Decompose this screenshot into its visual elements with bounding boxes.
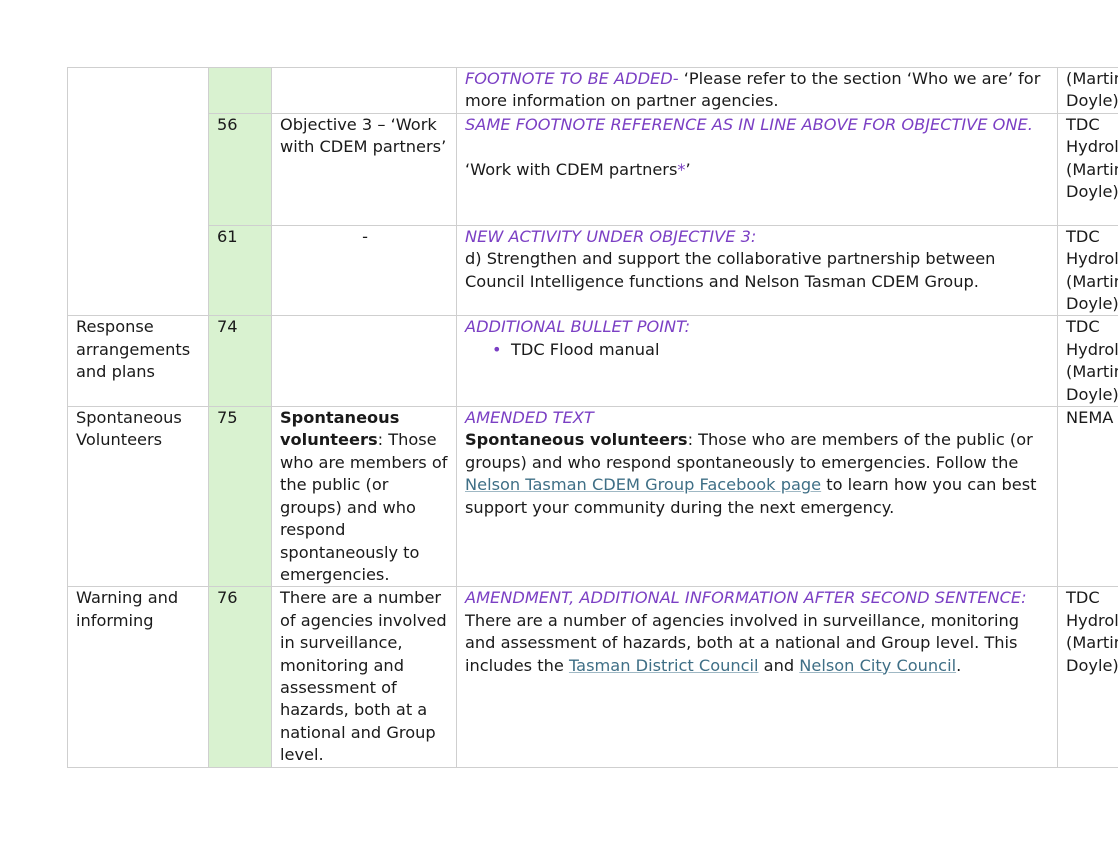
bullet-list: • TDC Flood manual <box>465 339 1051 361</box>
tasman-district-council-link[interactable]: Tasman District Council <box>568 655 759 675</box>
table-row: Response arrangements and plans 74 ADDIT… <box>67 315 1118 408</box>
submitter-line: TDC <box>1066 226 1100 246</box>
submitter-line: (Martin <box>1066 159 1118 179</box>
submitter-cell: (Martin Doyle) <box>1057 67 1118 114</box>
table-row: 61 - NEW ACTIVITY UNDER OBJECTIVE 3: d) … <box>68 224 1118 317</box>
page-number-cell: 61 <box>208 224 272 317</box>
original-text: : Those who are members of the public (o… <box>280 430 448 584</box>
change-text: d) Strengthen and support the collaborat… <box>465 249 996 291</box>
section-cell: Warning and informing <box>67 586 209 768</box>
amendments-table: FOOTNOTE TO BE ADDED- ‘Please refer to t… <box>67 66 1118 768</box>
submitter-line: TDC <box>1066 588 1100 608</box>
table-row: 56 Objective 3 – ‘Work with CDEM partner… <box>68 112 1118 226</box>
original-text-cell: Objective 3 – ‘Work with CDEM partners’ <box>271 112 457 226</box>
bullet-text: TDC Flood manual <box>511 339 660 359</box>
original-text-cell: There are a number of agencies involved … <box>271 586 457 768</box>
change-text-end: ’ <box>685 159 691 179</box>
table-row: Warning and informing 76 There are a num… <box>67 586 1118 768</box>
section-cell: Response arrangements and plans <box>67 315 209 408</box>
submitter-cell: TDC Hydrol (Martin Doyle) <box>1057 315 1118 408</box>
list-item: • TDC Flood manual <box>492 339 1051 361</box>
change-note: ADDITIONAL BULLET POINT: <box>465 317 691 337</box>
section-title: arrangements <box>76 339 191 359</box>
nelson-city-council-link[interactable]: Nelson City Council <box>799 655 957 675</box>
page-number: 76 <box>217 588 238 608</box>
section-title: Spontaneous <box>76 408 182 428</box>
page-number: 75 <box>217 408 238 428</box>
section-title: Warning and <box>76 588 179 608</box>
submitter-line: NEMA <box>1066 408 1114 428</box>
submitter-line: Doyle) <box>1066 384 1118 404</box>
table-row: FOOTNOTE TO BE ADDED- ‘Please refer to t… <box>67 66 1118 317</box>
submitter-line: Hydrol <box>1066 610 1118 630</box>
submitter-line: (Martin <box>1066 271 1118 291</box>
section-title: Response <box>76 317 154 337</box>
original-text-cell <box>271 67 457 114</box>
submitter-line: TDC <box>1066 114 1100 134</box>
submitter-line: Doyle) <box>1066 655 1118 675</box>
change-text: There are a number of agencies involved … <box>465 610 1019 675</box>
submitter-cell: TDC Hydrol (Martin Doyle) <box>1057 586 1118 768</box>
change-text-end: to learn how you can best support your c… <box>465 475 1037 517</box>
change-cell: ADDITIONAL BULLET POINT: • TDC Flood manu… <box>456 315 1058 408</box>
submitter-line: Doyle) <box>1066 294 1118 314</box>
table-row: Spontaneous Volunteers 75 Spontaneous vo… <box>67 406 1118 588</box>
change-text-and: and <box>758 655 800 675</box>
change-note: FOOTNOTE TO BE ADDED- <box>465 69 679 88</box>
page-number-cell: 56 <box>208 112 272 226</box>
original-term: Spontaneous volunteers <box>280 408 400 450</box>
original-text-cell: - <box>271 224 457 317</box>
submitter-line: (Martin <box>1066 69 1118 88</box>
original-text-cell: Spontaneous volunteers: Those who are me… <box>271 406 457 588</box>
submitter-line: Hydrol <box>1066 339 1118 359</box>
page-number: 61 <box>217 226 238 246</box>
page-number-cell: 76 <box>208 586 272 768</box>
submitter-line: (Martin <box>1066 633 1118 653</box>
submitter-line: Doyle) <box>1066 91 1118 111</box>
page-number-cell <box>208 67 272 114</box>
change-text: ‘Work with CDEM partners <box>465 159 678 179</box>
submitter-line: TDC <box>1066 317 1100 337</box>
change-cell: AMENDED TEXT Spontaneous volunteers: Tho… <box>456 406 1058 588</box>
change-cell: AMENDMENT, ADDITIONAL INFORMATION AFTER … <box>456 586 1058 768</box>
submitter-cell: TDC Hydrol (Martin Doyle) <box>1057 224 1118 317</box>
bullet-icon: • <box>492 339 502 359</box>
submitter-cell: TDC Hydrol (Martin Doyle) <box>1057 112 1118 226</box>
change-term: Spontaneous volunteers <box>465 430 688 450</box>
change-cell: NEW ACTIVITY UNDER OBJECTIVE 3: d) Stren… <box>456 224 1058 317</box>
page-number-cell: 75 <box>208 406 272 588</box>
page-number: 74 <box>217 317 238 337</box>
change-text: : Those who are members of the public (o… <box>465 430 1033 472</box>
original-text: - <box>362 226 368 246</box>
section-title: and plans <box>76 362 155 382</box>
change-cell: SAME FOOTNOTE REFERENCE AS IN LINE ABOVE… <box>456 112 1058 226</box>
section-title: informing <box>76 610 154 630</box>
section-title: Volunteers <box>76 430 163 450</box>
change-text: ‘Please refer to the section ‘Who we are… <box>465 69 1041 111</box>
footnote-star: * <box>677 159 686 179</box>
original-text-cell <box>271 315 457 408</box>
change-text-end: . <box>956 655 962 675</box>
page-number: 56 <box>217 114 238 134</box>
facebook-page-link[interactable]: Nelson Tasman CDEM Group Facebook page <box>465 475 822 495</box>
change-cell: FOOTNOTE TO BE ADDED- ‘Please refer to t… <box>456 67 1058 114</box>
submitter-cell: NEMA <box>1057 406 1118 588</box>
section-cell: Spontaneous Volunteers <box>67 406 209 588</box>
submitter-line: Hydrol <box>1066 249 1118 269</box>
submitter-line: (Martin <box>1066 362 1118 382</box>
change-note: AMENDMENT, ADDITIONAL INFORMATION AFTER … <box>465 588 1027 608</box>
blank-line <box>465 136 1051 158</box>
section-cell <box>67 66 209 317</box>
page-number-cell: 74 <box>208 315 272 408</box>
change-note: SAME FOOTNOTE REFERENCE AS IN LINE ABOVE… <box>465 114 1033 134</box>
original-text: Objective 3 – ‘Work with CDEM partners’ <box>280 114 447 157</box>
submitter-line: Hydrol <box>1066 137 1118 157</box>
submitter-line: Doyle) <box>1066 182 1118 202</box>
original-text: There are a number of agencies involved … <box>280 588 447 765</box>
change-note: AMENDED TEXT <box>465 408 594 428</box>
change-note: NEW ACTIVITY UNDER OBJECTIVE 3: <box>465 226 757 246</box>
